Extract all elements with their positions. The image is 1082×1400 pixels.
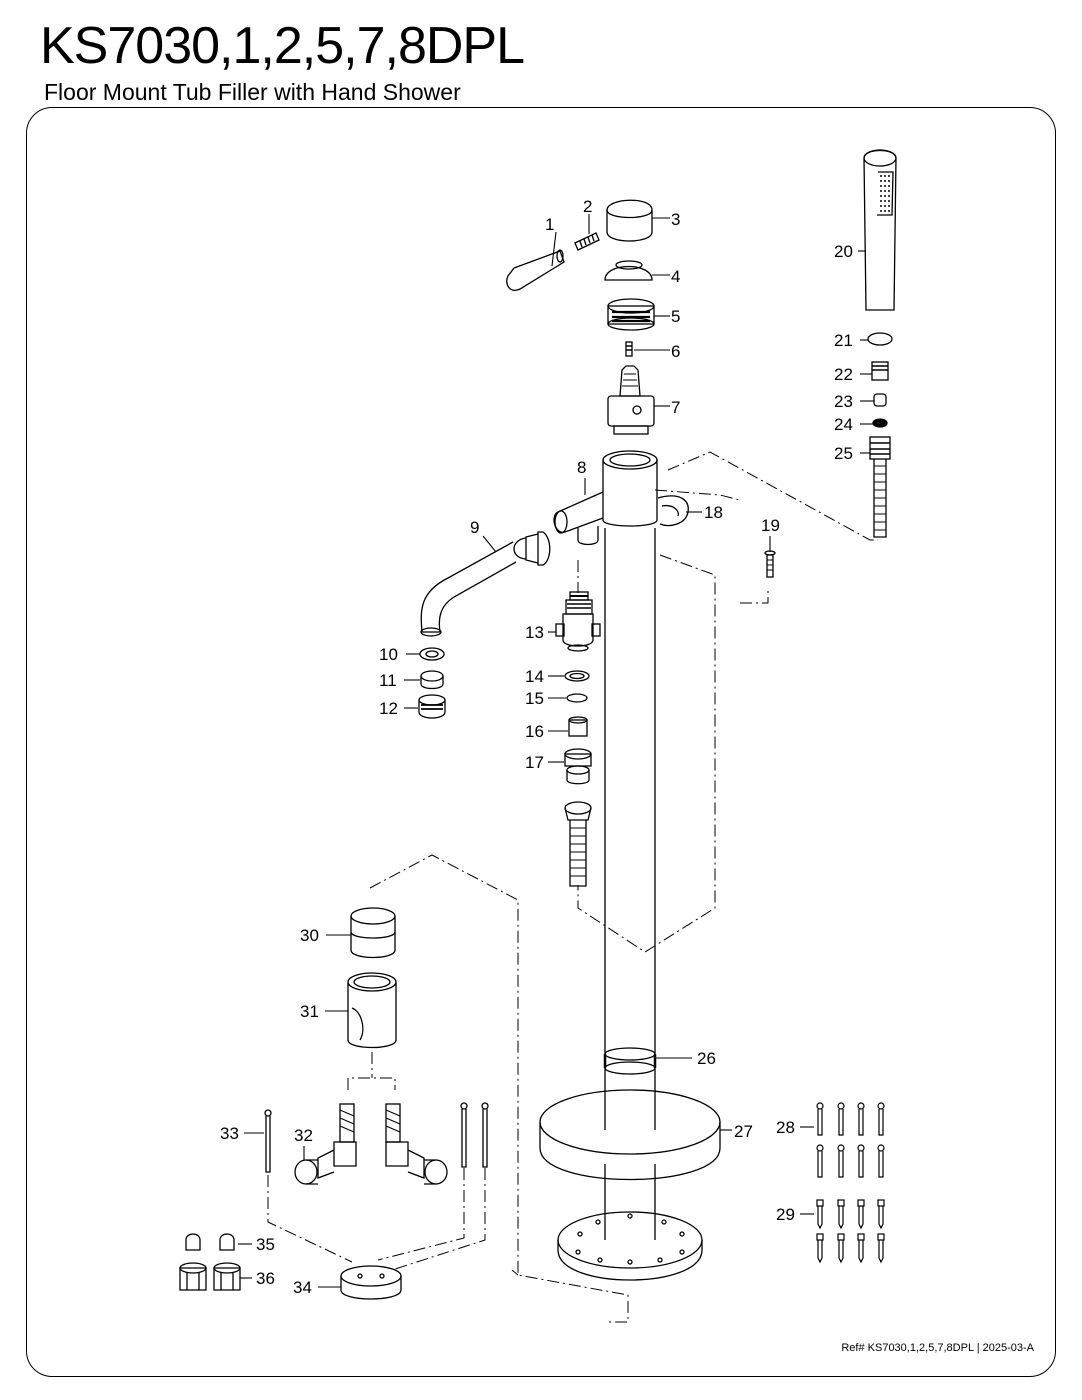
supply-elbow-part: [294, 1103, 448, 1185]
washer-part: [419, 647, 445, 661]
callout-35: 35: [256, 1235, 275, 1254]
leader-lines: [238, 214, 874, 1288]
callout-31: 31: [300, 1002, 319, 1021]
callout-21: 21: [834, 331, 853, 350]
callout-36: 36: [256, 1269, 275, 1288]
base-ring-part: [340, 1265, 402, 1300]
o-ring-small-part: [566, 693, 588, 703]
aerator-insert-part: [420, 670, 444, 690]
base-cap-part: [350, 907, 396, 959]
callout-1: 1: [545, 215, 554, 234]
assembly-lines: [267, 451, 878, 1323]
callout-4: 4: [671, 267, 680, 286]
holder-clip-part: [657, 495, 689, 527]
adapter-part: [568, 716, 588, 737]
callout-17: 17: [525, 753, 544, 772]
callout-18: 18: [704, 503, 723, 522]
spout-part: [420, 531, 551, 637]
callout-6: 6: [671, 342, 680, 361]
page-subtitle: Floor Mount Tub Filler with Hand Shower: [44, 79, 461, 105]
hand-shower-part: [863, 149, 897, 311]
callout-32: 32: [294, 1126, 313, 1145]
compression-nut-part: [179, 1262, 241, 1291]
handle-cap-part: [606, 199, 653, 242]
set-screw-part: [574, 232, 600, 251]
callout-24: 24: [834, 415, 853, 434]
dome-cover-part: [604, 260, 653, 281]
callout-2: 2: [583, 197, 592, 216]
callout-20: 20: [834, 242, 853, 261]
callout-29: 29: [776, 1205, 795, 1224]
shower-hose-part: [869, 436, 891, 538]
callout-10: 10: [379, 645, 398, 664]
callout-labels: 1 2 3 4 5 6 7 8 9 10 11 12 13 14 15 16 1…: [220, 197, 853, 1297]
callout-30: 30: [300, 926, 319, 945]
bolt-set-part: [816, 1102, 885, 1178]
diagram-frame: [26, 107, 1056, 1377]
callout-22: 22: [834, 365, 853, 384]
small-washer-part: [872, 418, 888, 428]
callout-33: 33: [220, 1124, 239, 1143]
supply-hose-part: [564, 801, 592, 887]
long-bolt-part: [264, 1102, 489, 1173]
o-ring-part: [564, 670, 590, 682]
callout-26: 26: [697, 1049, 716, 1068]
spring-pin-part: [625, 341, 633, 357]
shower-washer-part: [867, 332, 893, 346]
screw-part: [764, 550, 776, 578]
anchor-set-part: [816, 1199, 885, 1264]
callout-28: 28: [776, 1118, 795, 1137]
callout-8: 8: [577, 458, 586, 477]
column-tube-part: [603, 528, 657, 1130]
aerator-housing-part: [418, 694, 446, 719]
valve-body-part: [553, 450, 658, 546]
callout-5: 5: [671, 307, 680, 326]
callout-27: 27: [734, 1122, 753, 1141]
valve-housing-part: [347, 972, 397, 1049]
callout-9: 9: [470, 518, 479, 537]
bonnet-nut-part: [607, 298, 655, 331]
callout-13: 13: [525, 623, 544, 642]
callout-25: 25: [834, 444, 853, 463]
page-title: KS7030,1,2,5,7,8DPL: [40, 17, 525, 75]
ferrule-part: [185, 1233, 235, 1251]
callout-14: 14: [525, 667, 544, 686]
callout-23: 23: [834, 392, 853, 411]
floor-flange-part: [539, 1089, 721, 1240]
shower-connector-part: [871, 361, 889, 381]
callout-16: 16: [525, 722, 544, 741]
lever-handle-part: [506, 249, 565, 291]
callout-15: 15: [525, 689, 544, 708]
callout-3: 3: [671, 210, 680, 229]
callout-7: 7: [671, 398, 680, 417]
nut-part: [564, 748, 592, 785]
callout-12: 12: [379, 699, 398, 718]
callout-34: 34: [293, 1278, 312, 1297]
mounting-plate-part: [557, 1211, 703, 1281]
callout-19: 19: [761, 516, 780, 535]
diverter-part: [555, 591, 601, 652]
cartridge-part: [607, 365, 655, 435]
flow-restrictor-part: [873, 393, 887, 407]
callout-11: 11: [379, 671, 397, 690]
reference-footer: Ref# KS7030,1,2,5,7,8DPL | 2025-03-A: [841, 1342, 1034, 1354]
